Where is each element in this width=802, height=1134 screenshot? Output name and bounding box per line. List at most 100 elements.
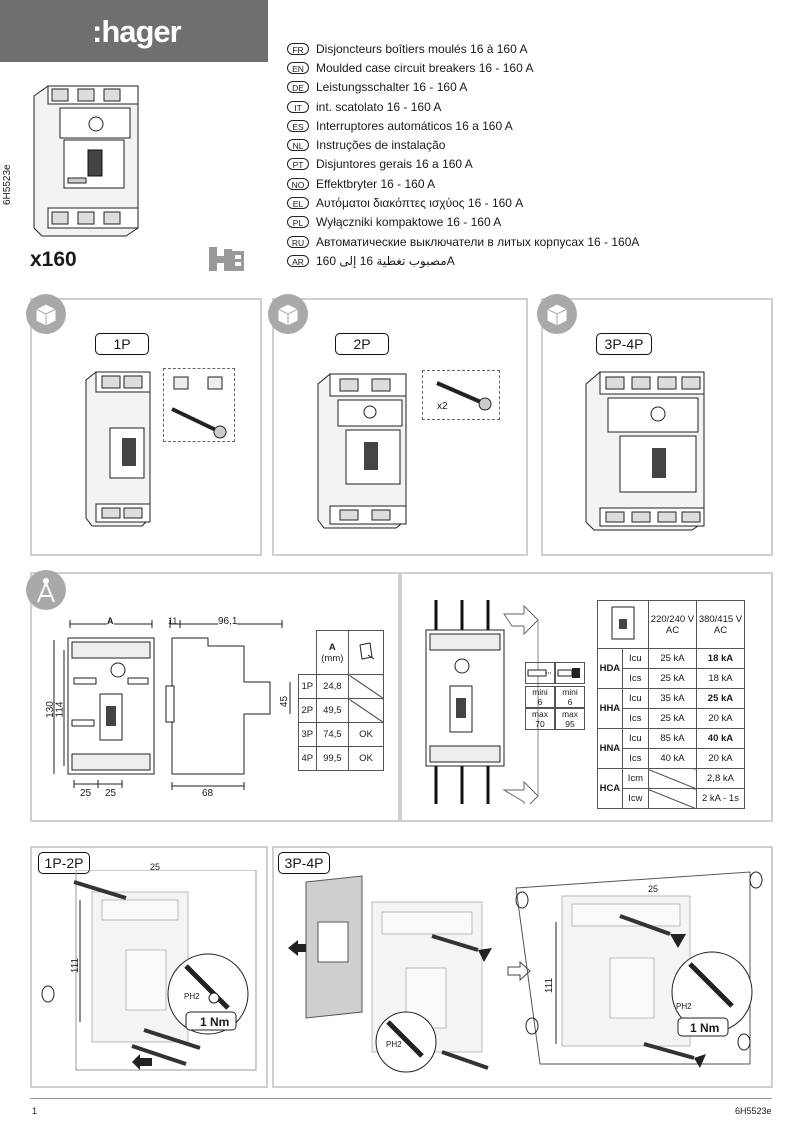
cable-max-1: 70 xyxy=(535,719,545,729)
brand-banner: :hager xyxy=(0,0,268,62)
a-table-cell-p: 4P xyxy=(298,746,317,771)
perf-group: HHA xyxy=(597,688,623,729)
cable-max-label: max xyxy=(561,709,579,719)
perf-val-230: 25 kA xyxy=(647,648,697,669)
a-table-cell-a: 24,8 xyxy=(315,674,350,699)
cable-max-2: 95 xyxy=(565,719,575,729)
dim-96: 96,1 xyxy=(218,616,238,627)
a-table-cell-ok xyxy=(348,698,384,723)
tag-2p: 2P xyxy=(335,333,389,355)
language-row: IT int. scatolato 16 - 160 A xyxy=(287,97,787,116)
hager-logo: :hager xyxy=(92,14,182,49)
col1-ac: AC xyxy=(665,624,680,636)
perf-val-230: 35 kA xyxy=(647,688,697,709)
a-table-cell-a: 99,5 xyxy=(315,746,350,771)
a-table-cell-p: 2P xyxy=(298,698,317,723)
language-code-badge: NO xyxy=(287,177,309,190)
footer-ref: 6H5523e xyxy=(735,1106,772,1116)
perf-val-400: 20 kA xyxy=(695,708,746,729)
language-code-badge: PL xyxy=(287,216,309,229)
panel-2p xyxy=(272,298,528,556)
panel-1p xyxy=(30,298,262,556)
language-title: Αυτόματοι διακόπτες ισχύος 16 - 160 A xyxy=(316,196,524,211)
tag-3p4p-mount: 3P-4P xyxy=(278,852,330,874)
language-row: PT Disjuntores gerais 16 a 160 A xyxy=(287,155,787,174)
language-code-badge: EL xyxy=(287,197,309,210)
ph2-label: PH2 xyxy=(184,992,200,1001)
perf-val-230: 25 kA xyxy=(647,668,697,689)
language-code-badge: RU xyxy=(287,235,309,248)
perf-val-230: 40 kA xyxy=(647,748,697,769)
cable-mini-label: mini xyxy=(532,687,548,697)
cable-mini-label: mini xyxy=(562,687,578,697)
mount-dim-111: 111 xyxy=(70,957,82,974)
language-code-badge: IT xyxy=(287,100,309,113)
cable-mini-1: 6 xyxy=(537,697,543,707)
package-icon xyxy=(268,294,308,334)
mount-3p4p-plate-illustration: 25 111 PH2 1 Nm xyxy=(510,868,768,1080)
language-code-badge: FR xyxy=(287,42,309,55)
col2-voltage: 380/415 V xyxy=(698,613,743,625)
a-icon xyxy=(348,630,384,675)
language-code-badge: ES xyxy=(287,119,309,132)
language-code-badge: PT xyxy=(287,158,309,171)
perf-key: Icu xyxy=(621,688,649,709)
language-title: int. scatolato 16 - 160 A xyxy=(316,99,442,114)
dim-25b: 25 xyxy=(105,788,117,799)
torque-label-right: 1 Nm xyxy=(690,1021,720,1035)
language-title: Disjuntores gerais 16 a 160 A xyxy=(316,157,473,172)
perf-val-400: 25 kA xyxy=(695,688,746,709)
language-row: DE Leistungsschalter 16 - 160 A xyxy=(287,78,787,97)
language-title: Leistungsschalter 16 - 160 A xyxy=(316,80,468,95)
ph2-label-right: PH2 xyxy=(676,1002,692,1011)
panel-3p4p xyxy=(541,298,773,556)
tag-3p4p: 3P-4P xyxy=(596,333,652,355)
language-title: Interruptores automáticos 16 a 160 A xyxy=(316,118,513,133)
page-number: 1 xyxy=(32,1106,38,1116)
torque-label: 1 Nm xyxy=(200,1015,230,1029)
mount-dim-25: 25 xyxy=(150,862,161,872)
package-icon xyxy=(537,294,577,334)
a-table-cell-a: 49,5 xyxy=(315,698,350,723)
dim-45: 45 xyxy=(279,695,291,708)
cable-mini-2: 6 xyxy=(567,697,573,707)
breaker-1p-illustration xyxy=(80,368,160,528)
language-title: Disjoncteurs boîtiers moulés 16 à 160 A xyxy=(316,41,528,56)
mount-dim-111-right: 111 xyxy=(544,977,556,994)
language-row: FR Disjoncteurs boîtiers moulés 16 à 160 … xyxy=(287,39,787,58)
panel-dimensions xyxy=(30,572,400,822)
col1-voltage: 220/240 V xyxy=(650,613,695,625)
language-title: Moulded case circuit breakers 16 - 160 A xyxy=(316,60,534,75)
perf-group: HDA xyxy=(597,648,623,689)
col2-ac: AC xyxy=(713,624,728,636)
a-unit: (mm) xyxy=(321,652,344,664)
compass-icon xyxy=(26,570,66,610)
perf-key: Icu xyxy=(621,728,649,749)
perf-val-230 xyxy=(647,768,697,789)
a-table-cell-a: 74,5 xyxy=(315,722,350,747)
language-code-badge: DE xyxy=(287,81,309,94)
perf-key: Icu xyxy=(621,648,649,669)
language-title: Автоматические выключатели в литых корпу… xyxy=(316,234,640,249)
accessory-box-2p: x2 xyxy=(422,370,500,420)
model-name: x160 xyxy=(30,248,77,271)
ph2-label-rail: PH2 xyxy=(386,1040,402,1049)
perf-val-400: 40 kA xyxy=(695,728,746,749)
breaker-thumb-icon xyxy=(597,600,649,649)
connection-drawing xyxy=(420,600,540,812)
dim-68: 68 xyxy=(202,788,214,799)
a-table-cell-ok: OK xyxy=(348,746,384,771)
footer-divider xyxy=(30,1098,772,1099)
language-row: RU Автоматические выключатели в литых кор… xyxy=(287,232,787,251)
